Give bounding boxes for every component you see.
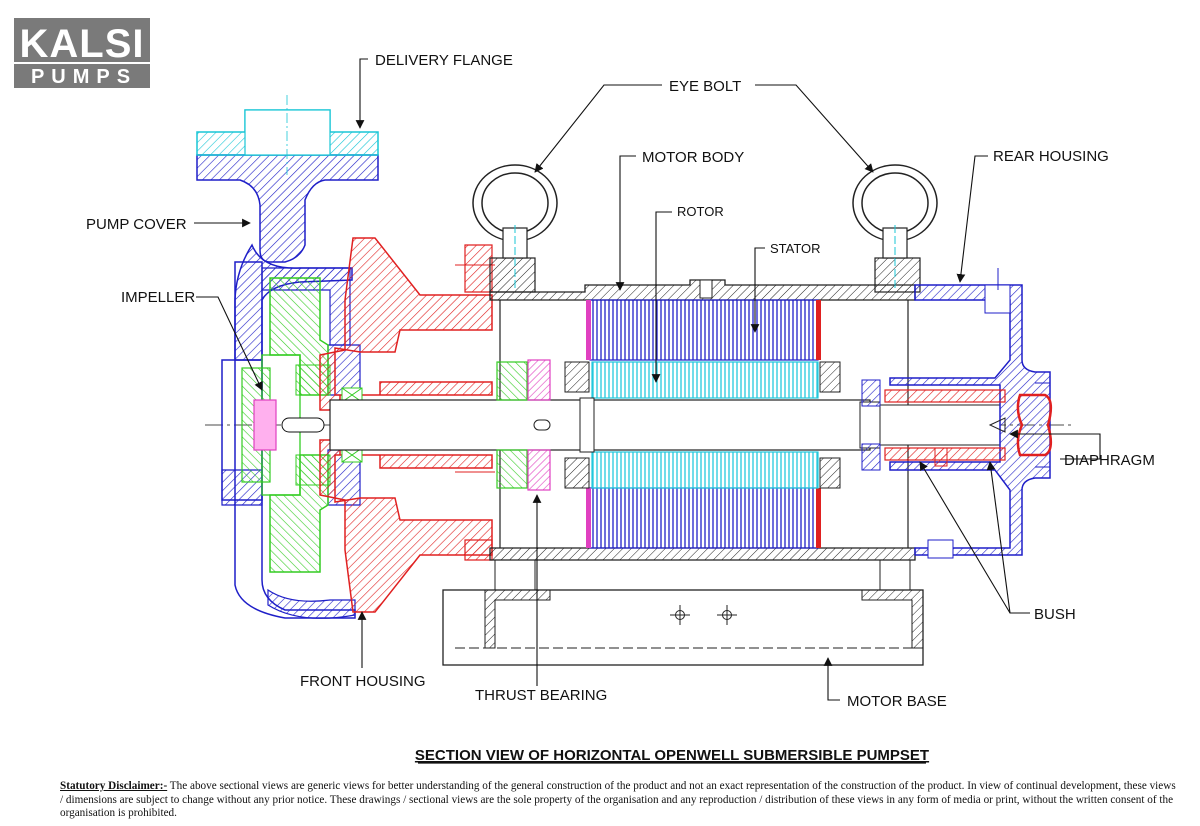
label-diaphragm: DIAPHRAGM — [1064, 452, 1155, 469]
svg-text:PUMPS: PUMPS — [31, 66, 137, 88]
thrust-bearing — [496, 359, 551, 491]
svg-text:KALSI: KALSI — [20, 22, 145, 66]
label-motor-base: MOTOR BASE — [847, 693, 947, 710]
eye-bolt-right — [852, 164, 938, 290]
label-delivery-flange: DELIVERY FLANGE — [375, 52, 513, 69]
delivery-flange — [196, 95, 379, 175]
label-bush: BUSH — [1034, 606, 1076, 623]
label-impeller: IMPELLER — [121, 289, 195, 306]
label-rotor: ROTOR — [677, 204, 724, 219]
leader-lines — [194, 58, 1101, 701]
shaft — [329, 397, 1001, 453]
disclaimer-body: The above sectional views are generic vi… — [60, 780, 1176, 819]
bush — [884, 389, 1006, 467]
kalsi-pumps-logo: KALSI PUMPS — [14, 18, 150, 88]
rotor — [564, 361, 841, 489]
label-eye-bolt: EYE BOLT — [669, 78, 741, 95]
statutory-disclaimer: Statutory Disclaimer:- The above section… — [60, 780, 1180, 821]
motor-body — [489, 257, 921, 561]
label-pump-cover: PUMP COVER — [86, 216, 187, 233]
label-motor-body: MOTOR BODY — [642, 149, 744, 166]
stator — [586, 299, 821, 549]
label-front-housing: FRONT HOUSING — [300, 673, 426, 690]
disclaimer-heading: Statutory Disclaimer:- — [60, 780, 168, 792]
label-thrust-bearing: THRUST BEARING — [475, 687, 607, 704]
eye-bolt-left — [472, 164, 558, 290]
label-rear-housing: REAR HOUSING — [993, 148, 1109, 165]
diaphragm — [988, 382, 1053, 468]
motor-base — [442, 559, 924, 666]
rear-housing — [861, 268, 1051, 559]
front-housing — [319, 237, 495, 613]
drawing-title: SECTION VIEW OF HORIZONTAL OPENWELL SUBM… — [415, 747, 929, 764]
label-stator: STATOR — [770, 241, 821, 256]
